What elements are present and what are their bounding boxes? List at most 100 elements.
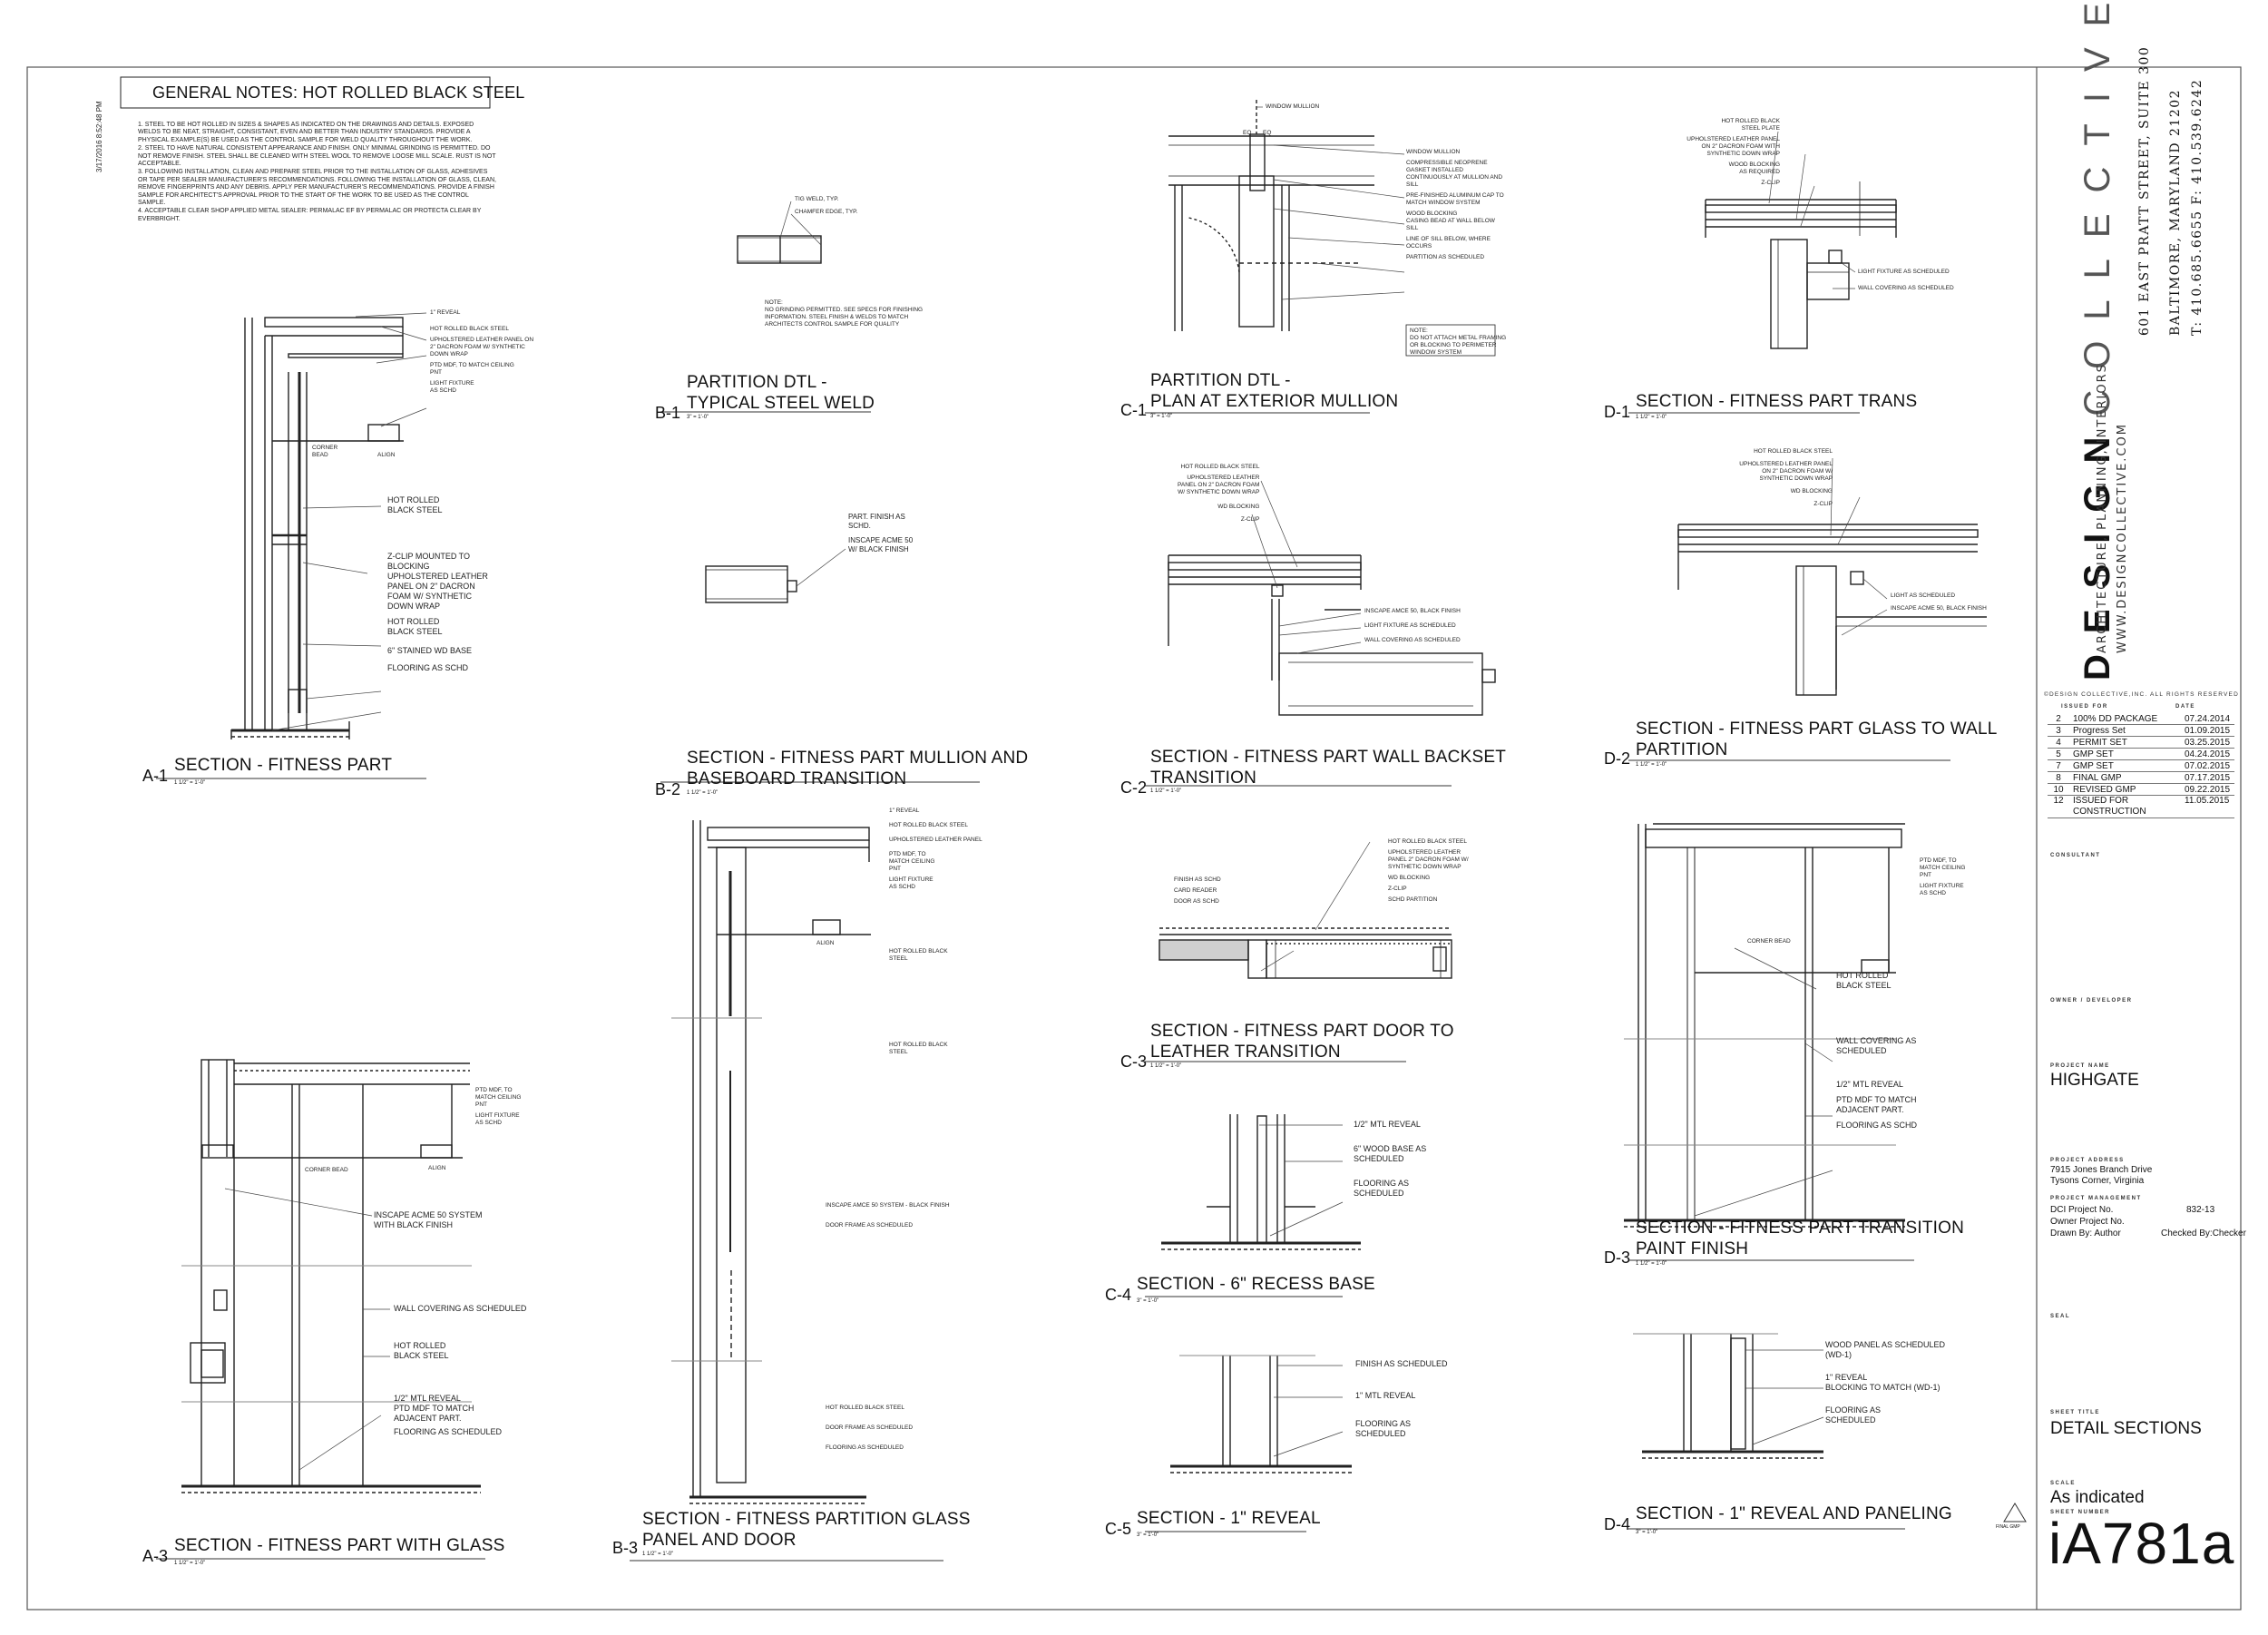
drawn-by: Drawn By: Author: [2050, 1229, 2121, 1238]
detail-title-line: SECTION - FITNESS PARTITION GLASS: [642, 1510, 971, 1529]
annotation-group-d3-b: HOT ROLLED BLACK STEEL WALL COVERING AS …: [1836, 971, 1917, 1131]
annotation: DOOR FRAME AS SCHEDULED: [826, 1222, 914, 1229]
issued-for-label: ISSUED FOR: [2061, 704, 2108, 710]
annotation: AS REQUIRED: [1739, 169, 1780, 175]
revision-no: 12: [2048, 795, 2069, 818]
detail-b3-drawing: [671, 820, 871, 1504]
annotation: PTD MDF, TO MATCH CEILING: [430, 362, 514, 368]
annotation-group-c1-note: NOTE: DO NOT ATTACH METAL FRAMING OR BLO…: [1410, 328, 1506, 357]
annotation: FINISH AS SCHEDULED: [1355, 1359, 1448, 1368]
annotation: SCHD.: [848, 522, 871, 530]
detail-tag-a1: A-1: [142, 767, 169, 785]
detail-title-c5: SECTION - 1" REVEAL: [1137, 1508, 1321, 1529]
detail-title-line: SECTION - FITNESS PART: [174, 756, 393, 775]
detail-title-c1: PARTITION DTL - PLAN AT EXTERIOR MULLION: [1150, 370, 1398, 412]
project-address-1: 7915 Jones Branch Drive: [2050, 1165, 2153, 1175]
consultant-label: CONSULTANT: [2050, 853, 2101, 858]
detail-title-line: PANEL AND DOOR: [642, 1531, 797, 1550]
revision-desc: PERMIT SET: [2069, 736, 2181, 749]
general-note: 3. FOLLOWING INSTALLATION, CLEAN AND PRE…: [138, 169, 496, 207]
checked-by: Checked By:Checker: [2161, 1229, 2246, 1238]
detail-d4-drawing: [1633, 1333, 1823, 1459]
revision-desc: Progress Set: [2069, 724, 2181, 737]
annotation-group-b3-e: HOT ROLLED BLACK STEEL DOOR FRAME AS SCH…: [826, 1405, 913, 1452]
annotation: SILL: [1406, 225, 1419, 231]
annotation: INSCAPE ACME 50 SYSTEM: [374, 1210, 483, 1219]
annotation: SCHEDULED: [1836, 1046, 1887, 1055]
firm-address-2: BALTIMORE, MARYLAND 21202: [2168, 88, 2183, 336]
annotation: HOT ROLLED BLACK: [1721, 118, 1780, 124]
annotation: FLOORING AS: [1354, 1179, 1410, 1188]
annotation-group-a1-c: HOT ROLLED BLACK STEEL Z-CLIP MOUNTED TO…: [387, 495, 488, 673]
detail-scale-d2: 1 1/2" = 1'-0": [1636, 762, 1667, 768]
revision-no: 3: [2048, 724, 2069, 737]
annotation: BLOCKING TO MATCH (WD-1): [1825, 1383, 1941, 1392]
annotation-corner-bead-a3: CORNER BEAD: [305, 1167, 348, 1173]
revision-no: 10: [2048, 783, 2069, 796]
annotation: PART. FINISH AS: [848, 513, 905, 521]
annotation: FLOORING AS SCHD: [1836, 1121, 1918, 1130]
annotation-group-d3: PTD MDF, TO MATCH CEILING PNT LIGHT FIXT…: [1920, 857, 1965, 897]
annotation-align-a3: ALIGN: [428, 1165, 446, 1171]
annotation: CORNER: [312, 445, 338, 451]
annotation: SYNTHETIC DOWN WRAP: [1388, 864, 1461, 870]
annotation: BLACK STEEL: [394, 1351, 449, 1360]
annotation: FLOORING AS SCHEDULED: [394, 1427, 503, 1436]
leader-lines: [224, 106, 1888, 1471]
annotation: MATCH CEILING: [1920, 865, 1966, 871]
annotation: 1" REVEAL: [889, 808, 920, 814]
annotation-group-a3: PTD MDF, TO MATCH CEILING PNT LIGHT FIXT…: [475, 1087, 521, 1127]
annotation: UPHOLSTERED LEATHER PANEL: [1686, 136, 1780, 142]
revision-date: 07.24.2014: [2181, 713, 2234, 725]
annotation: PTD MDF TO MATCH: [394, 1404, 474, 1413]
annotation: PTD MDF, TO: [1920, 857, 1957, 864]
annotation: WALL COVERING AS SCHEDULED: [394, 1304, 527, 1313]
annotation: STEEL: [889, 955, 908, 962]
annotation-corner-bead-d3: CORNER BEAD: [1747, 938, 1791, 945]
detail-title-line: PARTITION DTL -: [1150, 371, 1291, 390]
detail-title-line: TYPICAL STEEL WELD: [687, 394, 875, 413]
annotation: PNT: [1920, 872, 1931, 878]
revision-no: 8: [2048, 771, 2069, 784]
seal-label: SEAL: [2050, 1314, 2071, 1319]
detail-tag-c4: C-4: [1105, 1286, 1132, 1304]
annotation-group-a1: 1" REVEAL HOT ROLLED BLACK STEEL UPHOLST…: [430, 309, 533, 395]
detail-tag-d1: D-1: [1604, 403, 1631, 421]
annotation: FLOORING AS: [1825, 1405, 1882, 1415]
annotation: UPHOLSTERED LEATHER PANEL: [1739, 461, 1833, 467]
final-gmp-delta-icon: [2003, 1503, 2027, 1522]
annotation-group-d2-b: LIGHT AS SCHEDULED INSCAPE ACME 50, BLAC…: [1891, 592, 1987, 612]
annotation: HOT ROLLED: [387, 617, 440, 626]
annotation-group-b3-b: HOT ROLLED BLACK STEEL: [889, 948, 948, 963]
annotation: HOT ROLLED BLACK STEEL: [1180, 464, 1260, 470]
detail-title-c3: SECTION - FITNESS PART DOOR TO LEATHER T…: [1150, 1021, 1454, 1062]
revision-desc: REVISED GMP: [2069, 783, 2181, 796]
annotation: INSCAPE ACME 50: [848, 536, 914, 544]
annotation: CARD READER: [1174, 887, 1217, 894]
general-note: 2. STEEL TO HAVE NATURAL CONSISTENT APPE…: [138, 145, 496, 168]
project-name-label: PROJECT NAME: [2050, 1063, 2110, 1069]
annotation-group-d1: HOT ROLLED BLACK STEEL PLATE UPHOLSTERED…: [1644, 118, 1780, 187]
final-gmp-mark: FINAL GMP: [1996, 1524, 2020, 1530]
annotation: W/ SYNTHETIC DOWN WRAP: [1178, 489, 1260, 495]
annotation: UPHOLSTERED LEATHER: [1187, 475, 1260, 481]
annotation: BEAD: [312, 452, 328, 458]
detail-scale-a3: 1 1/2" = 1'-0": [174, 1561, 206, 1566]
detail-c5-drawing: [1170, 1355, 1352, 1473]
annotation: NOTE:: [765, 299, 783, 306]
detail-title-line: SECTION - FITNESS PART MULLION AND: [687, 749, 1029, 768]
annotation: HOT ROLLED: [387, 495, 440, 504]
revision-date: 03.25.2015: [2181, 736, 2234, 749]
detail-title-line: LEATHER TRANSITION: [1150, 1043, 1341, 1062]
annotation: (WD-1): [1825, 1350, 1852, 1359]
detail-tag-c5: C-5: [1105, 1520, 1132, 1538]
general-notes-title: GENERAL NOTES: HOT ROLLED BLACK STEEL: [152, 83, 525, 102]
annotation: BLACK STEEL: [387, 505, 443, 514]
detail-tag-d4: D-4: [1604, 1515, 1631, 1533]
detail-title-line: SECTION - FITNESS PART WITH GLASS: [174, 1536, 505, 1555]
annotation-group-d4: WOOD PANEL AS SCHEDULED (WD-1) 1" REVEAL…: [1825, 1340, 1945, 1425]
annotation: LIGHT FIXTURE AS SCHEDULED: [1364, 622, 1456, 629]
date-label: DATE: [2175, 704, 2195, 710]
